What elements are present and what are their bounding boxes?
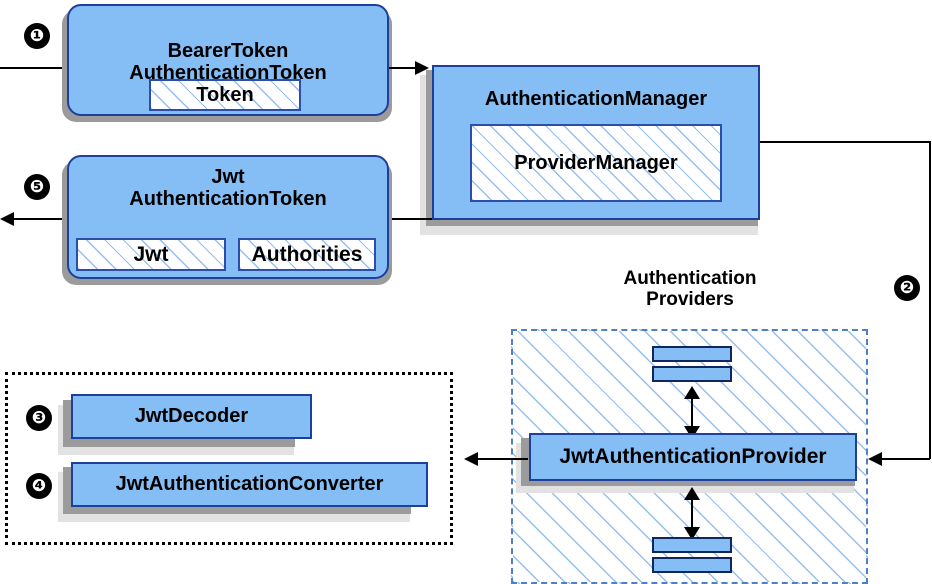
jwt-converter-label: JwtAuthenticationConverter — [115, 473, 384, 495]
bearer-token-node: BearerToken AuthenticationToken — [67, 4, 389, 116]
provider-peer-bar-top-1 — [652, 346, 732, 362]
jwt-token-title: Jwt AuthenticationToken — [129, 166, 327, 211]
bearer-token-title: BearerToken AuthenticationToken — [129, 39, 327, 84]
authentication-manager-inner-provider-manager: ProviderManager — [470, 124, 722, 202]
connector-provider-to-support — [478, 458, 528, 460]
arrowhead-response-out — [0, 212, 14, 226]
provider-peer-bar-bottom-2 — [652, 557, 732, 573]
jwt-token-inner-authorities-label: Authorities — [251, 242, 363, 266]
connector-provider-peer-bottom — [691, 495, 693, 531]
arrowhead-provider-to-support — [464, 452, 478, 466]
arrowhead-peer-top-up — [684, 386, 700, 399]
jwt-decoder-label: JwtDecoder — [134, 405, 249, 427]
connector-response-out — [14, 218, 68, 220]
authentication-providers-caption: Authentication Providers — [623, 268, 757, 311]
provider-peer-bar-bottom-1 — [652, 537, 732, 553]
jwt-provider-label: JwtAuthenticationProvider — [559, 445, 827, 468]
jwt-converter-node: JwtAuthenticationConverter — [71, 462, 428, 507]
connector-into-providers — [882, 458, 930, 460]
jwt-provider-node: JwtAuthenticationProvider — [529, 433, 857, 481]
step-badge-4: ❹ — [26, 473, 52, 499]
connector-right-vertical — [929, 141, 931, 459]
connector-provider-peer-top — [691, 394, 693, 430]
jwt-token-inner-jwt-label: Jwt — [133, 242, 169, 266]
connector-manager-right-stub — [760, 141, 930, 143]
connector-token-to-manager — [389, 67, 417, 69]
arrowhead-into-providers — [868, 452, 882, 466]
bearer-token-inner-token-label: Token — [196, 83, 254, 106]
step-badge-2: ❷ — [894, 275, 920, 301]
support-components-container — [5, 372, 453, 545]
arrowhead-peer-bottom-up — [684, 487, 700, 500]
connector-manager-to-jwt-token — [389, 218, 432, 220]
step-badge-5: ❺ — [24, 174, 50, 200]
arrowhead-peer-bottom-down — [684, 527, 700, 540]
jwt-decoder-node: JwtDecoder — [71, 394, 312, 439]
step-badge-1: ❶ — [24, 23, 50, 49]
connector-request-in — [0, 67, 67, 69]
bearer-token-inner-token: Token — [149, 79, 301, 111]
step-badge-3: ❸ — [26, 405, 52, 431]
arrowhead-token-to-manager — [415, 61, 429, 75]
provider-peer-bar-top-2 — [652, 366, 732, 382]
provider-manager-label: ProviderManager — [514, 151, 678, 174]
jwt-token-inner-authorities: Authorities — [238, 238, 376, 271]
jwt-token-inner-jwt: Jwt — [76, 238, 226, 271]
authentication-manager-title: AuthenticationManager — [484, 88, 708, 110]
